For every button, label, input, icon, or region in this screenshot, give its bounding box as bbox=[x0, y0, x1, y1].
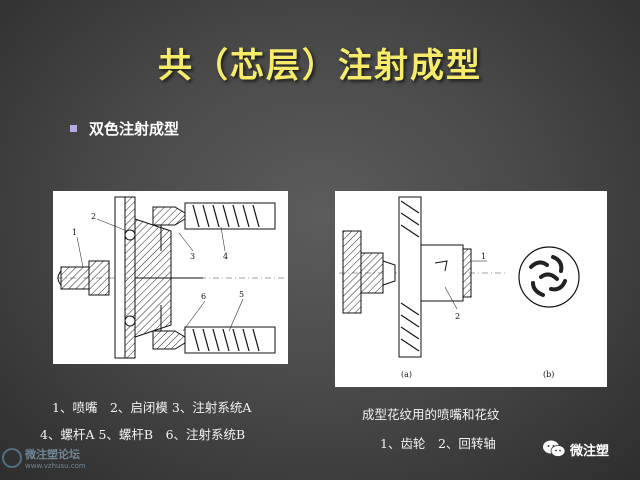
figure-right-caption-2: 1、齿轮 2、回转轴 bbox=[380, 436, 496, 451]
bullet-square-icon bbox=[70, 125, 77, 132]
watermark-left: 微注塑论坛 www.vzhusu.com bbox=[2, 446, 86, 470]
watermark-left-url: www.vzhusu.com bbox=[25, 462, 86, 470]
figure-right-sub-b: (b) bbox=[543, 370, 554, 379]
figure-left-label: 2 bbox=[91, 212, 96, 221]
watermark-right: 微注塑 bbox=[542, 439, 609, 459]
watermark-left-name: 微注塑论坛 bbox=[25, 448, 80, 461]
watermark-right-name: 微注塑 bbox=[570, 443, 610, 459]
figure-right-label: 2 bbox=[455, 312, 460, 321]
figure-left-caption-1: 1、喷嘴 2、启闭模 3、注射系统A bbox=[52, 400, 252, 415]
figure-left-label: 1 bbox=[72, 228, 77, 237]
forum-logo-icon bbox=[2, 448, 22, 468]
wechat-icon bbox=[543, 440, 566, 457]
slide-title: 共（芯层）注射成型 bbox=[158, 46, 482, 86]
pattern-nozzle-drawing: 1 2 (a) (b) bbox=[339, 196, 580, 379]
bullet-text: 双色注射成型 bbox=[89, 120, 180, 138]
figure-right-sub-a: (a) bbox=[401, 370, 412, 379]
figure-right-label: 1 bbox=[481, 252, 486, 261]
figure-left-label: 4 bbox=[223, 252, 228, 261]
figure-left-caption-2: 4、螺杆A 5、螺杆B 6、注射系统B bbox=[40, 427, 246, 442]
bullet-item: 双色注射成型 bbox=[70, 118, 179, 139]
figure-left-label: 3 bbox=[190, 252, 195, 261]
figure-right-diagram: 1 2 (a) (b) bbox=[335, 191, 607, 387]
figure-left-label: 6 bbox=[201, 292, 206, 301]
figure-right-caption-1: 成型花纹用的喷嘴和花纹 bbox=[362, 407, 500, 422]
two-color-injection-drawing: 1 2 3 4 5 6 bbox=[57, 196, 285, 359]
figure-left-label: 5 bbox=[239, 290, 244, 299]
figure-left-diagram: 1 2 3 4 5 6 bbox=[53, 191, 288, 364]
